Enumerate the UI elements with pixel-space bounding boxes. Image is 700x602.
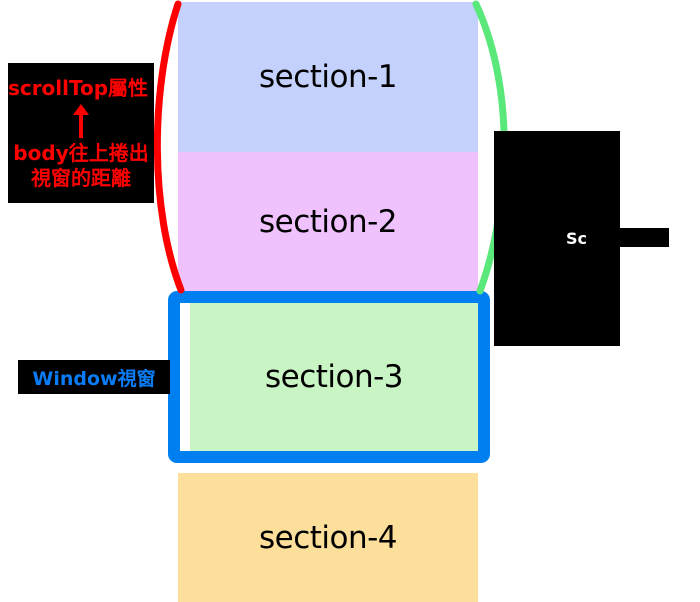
section-1-block: section-1 [178,2,478,152]
scroll-annotation: Sc [494,131,620,346]
section-4-label: section-4 [258,519,398,556]
section-4-block: section-4 [178,473,478,602]
arrow-up-icon [71,103,91,138]
viewport-frame [168,291,490,463]
scrolltop-description-line-2: 視窗的距離 [31,165,131,190]
scroll-label-redaction-bar [597,228,669,247]
section-2-label: section-2 [258,204,398,240]
scroll-annotation-label: Sc [566,229,588,248]
scrolltop-annotation: scrollTop屬性 body往上捲出 視窗的距離 [8,63,154,203]
section-3-label: section-3 [264,359,404,395]
scrolltop-description-line-1: body往上捲出 [13,140,149,165]
section-2-block: section-2 [178,152,478,292]
scrolltop-property-label: scrollTop屬性 [7,75,149,100]
window-annotation: Window視窗 [18,360,170,394]
section-3-block: section-3 [190,303,478,451]
section-1-label: section-1 [258,59,398,95]
window-label: Window視窗 [32,367,156,390]
